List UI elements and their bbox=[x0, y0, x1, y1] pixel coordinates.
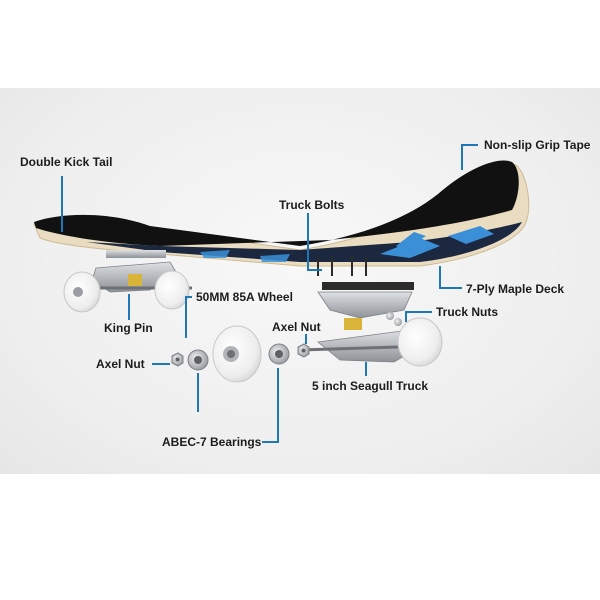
leader-lines bbox=[61, 144, 478, 443]
label-bearings: ABEC-7 Bearings bbox=[162, 435, 262, 449]
truck-bolts-graphic bbox=[317, 256, 367, 276]
leader-truck-bolts bbox=[307, 213, 322, 271]
leader-bearings-right bbox=[262, 368, 279, 443]
loose-wheel bbox=[212, 325, 262, 383]
label-seagull-truck: 5 inch Seagull Truck bbox=[312, 379, 429, 393]
label-truck-nuts: Truck Nuts bbox=[436, 305, 499, 319]
label-double-kick-tail: Double Kick Tail bbox=[20, 155, 113, 169]
leader-wheel bbox=[185, 296, 192, 338]
label-axel-nut-right: Axel Nut bbox=[272, 320, 321, 334]
label-wheel: 50MM 85A Wheel bbox=[196, 290, 293, 304]
left-truck-wheels bbox=[63, 270, 190, 313]
grip-tape bbox=[34, 160, 519, 246]
label-grip-tape: Non-slip Grip Tape bbox=[484, 138, 591, 152]
loose-bearings bbox=[187, 343, 290, 371]
leader-maple-deck bbox=[439, 266, 462, 289]
label-maple-deck: 7-Ply Maple Deck bbox=[466, 282, 565, 296]
label-truck-bolts: Truck Bolts bbox=[279, 198, 345, 212]
right-truck-wheel bbox=[397, 317, 443, 367]
label-king-pin: King Pin bbox=[104, 321, 153, 335]
right-truck bbox=[299, 282, 431, 363]
loose-axel-nuts bbox=[171, 343, 310, 367]
label-axel-nut-left: Axel Nut bbox=[96, 357, 145, 371]
leader-truck-nuts bbox=[405, 311, 432, 322]
leader-grip-tape bbox=[461, 144, 478, 170]
